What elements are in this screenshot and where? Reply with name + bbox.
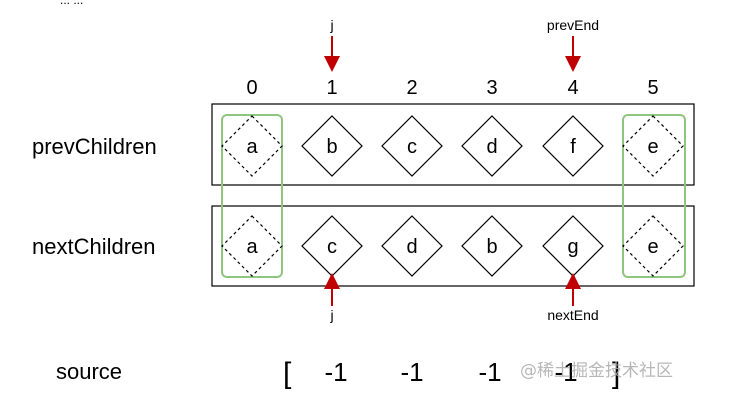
prev-node-label-1: b	[326, 136, 337, 158]
prev-children-box	[211, 103, 695, 186]
index-3: 3	[486, 77, 497, 99]
prev-node-diamond-0	[221, 115, 283, 177]
next-node-diamond-0	[221, 215, 283, 277]
next-node-label-2: d	[406, 236, 417, 258]
prev-node-label-2: c	[407, 136, 417, 158]
prev-node-0: a	[221, 115, 283, 177]
prev-node-4: f	[542, 115, 604, 177]
next-node-label-5: e	[647, 236, 658, 258]
prev-node-diamond-2	[381, 115, 443, 177]
next-node-3: b	[461, 215, 523, 277]
source-value-3: -1	[554, 357, 577, 387]
next-node-label-1: c	[327, 236, 337, 258]
prev-node-2: c	[381, 115, 443, 177]
next-node-0: a	[221, 215, 283, 277]
prev-node-diamond-3	[461, 115, 523, 177]
next-node-label-0: a	[246, 236, 258, 258]
index-0: 0	[246, 77, 257, 99]
prev-node-diamond-4	[542, 115, 604, 177]
index-2: 2	[406, 77, 417, 99]
prev-node-1: b	[301, 115, 363, 177]
next-node-label-3: b	[486, 236, 497, 258]
source-value-0: -1	[324, 357, 347, 387]
prev-children-label: prevChildren	[32, 134, 157, 159]
source-value-2: -1	[478, 357, 501, 387]
same-start-highlight	[221, 114, 283, 278]
next-children-label: nextChildren	[32, 234, 156, 259]
next-node-1: c	[301, 215, 363, 277]
index-4: 4	[567, 77, 578, 99]
pointer-j-top-label: j	[329, 17, 333, 33]
prev-node-5: e	[622, 115, 684, 177]
prev-node-diamond-1	[301, 115, 363, 177]
source-open-bracket: [	[283, 357, 292, 390]
source-values: -1 -1 -1 -1	[324, 357, 577, 387]
watermark: @稀土掘金技术社区	[520, 361, 673, 381]
prev-node-label-4: f	[570, 136, 576, 158]
prev-node-label-3: d	[486, 136, 497, 158]
prev-node-label-5: e	[647, 136, 658, 158]
index-5: 5	[647, 77, 658, 99]
next-node-5: e	[622, 215, 684, 277]
next-children-box	[211, 205, 695, 287]
next-node-diamond-3	[461, 215, 523, 277]
prev-node-3: d	[461, 115, 523, 177]
next-node-label-4: g	[567, 236, 578, 258]
prev-node-diamond-5	[622, 115, 684, 177]
top-fragment: ... ...	[60, 0, 83, 7]
index-row: 0 1 2 3 4 5	[246, 77, 658, 99]
index-1: 1	[326, 77, 337, 99]
next-node-4: g	[542, 215, 604, 277]
pointer-j-bottom-label: j	[329, 307, 333, 323]
prev-node-label-0: a	[246, 136, 258, 158]
source-close-bracket: ]	[612, 357, 620, 390]
same-end-highlight	[622, 114, 686, 278]
next-node-diamond-5	[622, 215, 684, 277]
next-node-2: d	[381, 215, 443, 277]
pointer-prevend-label: prevEnd	[547, 17, 599, 33]
next-node-diamond-2	[381, 215, 443, 277]
source-label: source	[56, 359, 122, 384]
source-value-1: -1	[400, 357, 423, 387]
pointer-nextend-label: nextEnd	[547, 307, 598, 323]
